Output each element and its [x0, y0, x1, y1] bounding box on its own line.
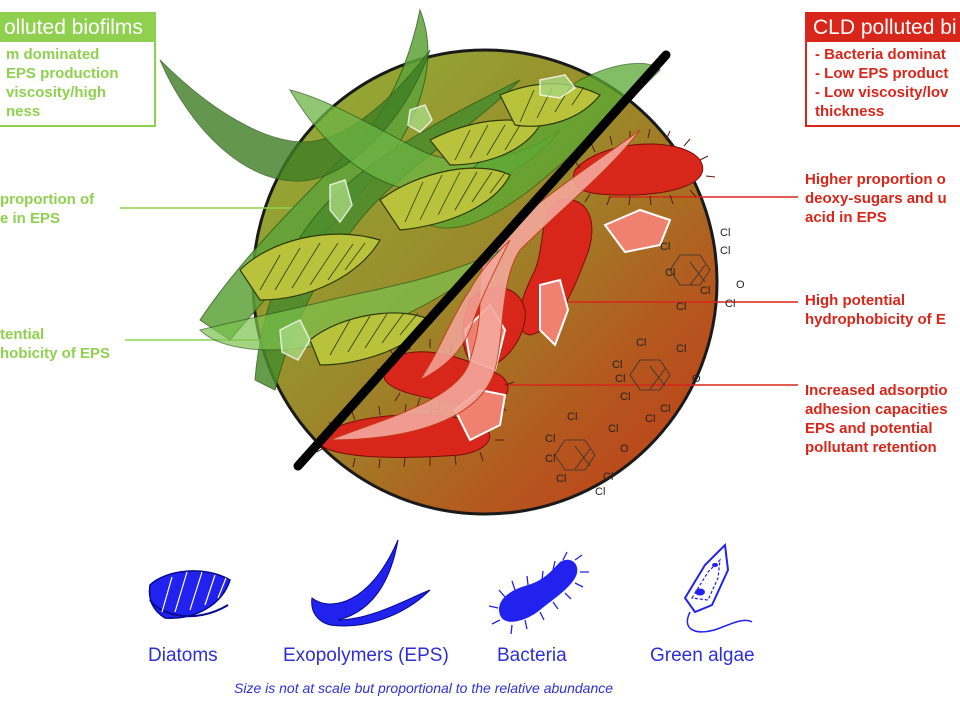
label-line: EPS and potential: [805, 420, 933, 437]
right-condition-bullets: - Bacteria dominat - Low EPS product - L…: [807, 42, 960, 124]
right-label-hydrophobicity: High potential hydrophobicity of E: [805, 291, 946, 329]
molecule-3: [554, 439, 596, 471]
o-atom: O: [620, 443, 629, 455]
diatom-ribs: [259, 86, 585, 356]
cl-atom: Cl: [612, 359, 622, 371]
green-algae-cells: [279, 74, 577, 361]
left-bullet: m dominated: [6, 46, 100, 63]
diatom: [379, 167, 511, 231]
green-algae-cell: [407, 104, 433, 133]
label-line: hobicity of EPS: [0, 345, 111, 362]
bacterium: [518, 198, 593, 336]
diatom: [239, 233, 381, 301]
left-bullet: EPS production: [6, 65, 119, 82]
right-label-deoxy-sugars: Higher proportion o deoxy-sugars and u a…: [805, 170, 947, 227]
label-line: Higher proportion o: [805, 171, 946, 188]
legend-label-green-algae: Green algae: [650, 645, 755, 666]
right-condition-title: CLD polluted bi: [807, 14, 960, 42]
label-line: adhesion capacities: [805, 401, 948, 418]
molecule-2: [629, 359, 671, 391]
cl-atom: Cl: [545, 453, 555, 465]
label-line: tential: [0, 326, 45, 343]
left-condition-title: olluted biofilms: [0, 14, 154, 42]
o-atom: O: [736, 279, 745, 291]
label-line: pollutant retention: [805, 439, 937, 456]
left-bullet: viscosity/high: [6, 84, 107, 101]
cl-atom: Cl: [608, 423, 618, 435]
cl-atom: Cl: [720, 245, 730, 257]
left-condition-box: olluted biofilms m dominated EPS product…: [0, 12, 156, 127]
diatom-icon: [148, 570, 231, 619]
right-bullet: thickness: [815, 103, 885, 120]
left-label-hydrophobicity: tential hobicity of EPS: [0, 325, 110, 363]
cl-atom: Cl: [567, 411, 577, 423]
label-line: High potential: [805, 292, 905, 309]
cl-atom: Cl: [665, 267, 675, 279]
label-line: proportion of: [0, 191, 95, 208]
right-bullet: - Low EPS product: [815, 65, 949, 82]
cl-atom: Cl: [676, 343, 686, 355]
cl-atom: Cl: [556, 473, 566, 485]
legend-label-diatoms: Diatoms: [148, 645, 218, 666]
cl-atom: Cl: [603, 471, 613, 483]
cl-atom: Cl: [725, 298, 735, 310]
left-condition-bullets: m dominated EPS production viscosity/hig…: [0, 42, 154, 124]
left-bullet: ness: [6, 103, 41, 120]
diatom: [499, 83, 601, 127]
cl-atom: Cl: [595, 486, 605, 498]
cl-atom: Cl: [615, 373, 625, 385]
cl-atom: Cl: [636, 337, 646, 349]
legend-label-eps: Exopolymers (EPS): [283, 645, 449, 666]
algae-cell: [603, 208, 672, 254]
green-algae-cell: [329, 179, 353, 224]
right-bullet: - Low viscosity/lov: [815, 84, 949, 101]
algae-cell: [539, 278, 570, 347]
right-bullet: - Bacteria dominat: [815, 46, 946, 63]
bacteria-icon: [488, 551, 589, 635]
label-line: e in EPS: [0, 210, 61, 227]
label-line: acid in EPS: [805, 209, 887, 226]
right-label-adsorption: Increased adsorptio adhesion capacities …: [805, 381, 948, 457]
green-algae-cell: [279, 318, 311, 361]
eps-icon: [311, 539, 431, 627]
label-line: Increased adsorptio: [805, 382, 948, 399]
left-label-proportion: proportion of e in EPS: [0, 190, 94, 228]
label-line: hydrophobicity of E: [805, 311, 946, 328]
cl-atom: Cl: [700, 285, 710, 297]
eps-strands-pink: [329, 129, 641, 441]
cl-atom: Cl: [660, 241, 670, 253]
green-algae-icon: [683, 542, 753, 633]
legend-label-bacteria: Bacteria: [497, 645, 567, 666]
label-line: deoxy-sugars and u: [805, 190, 947, 207]
divider-line: [293, 50, 671, 471]
cl-atom: Cl: [545, 433, 555, 445]
cl-atom: Cl: [676, 301, 686, 313]
legend-scale-note: Size is not at scale but proportional to…: [234, 680, 614, 696]
chlordecone-molecules: Cl Cl Cl Cl Cl Cl Cl O Cl Cl Cl Cl Cl Cl…: [545, 227, 745, 498]
green-algae-cell: [539, 74, 577, 99]
cl-atom: Cl: [720, 227, 730, 239]
cl-atom: Cl: [645, 413, 655, 425]
molecule-1: [669, 254, 711, 286]
o-atom: O: [692, 373, 701, 385]
right-condition-box: CLD polluted bi - Bacteria dominat - Low…: [805, 12, 960, 127]
cl-atom: Cl: [620, 391, 630, 403]
green-diatoms: [239, 83, 601, 366]
cl-atom: Cl: [660, 403, 670, 415]
